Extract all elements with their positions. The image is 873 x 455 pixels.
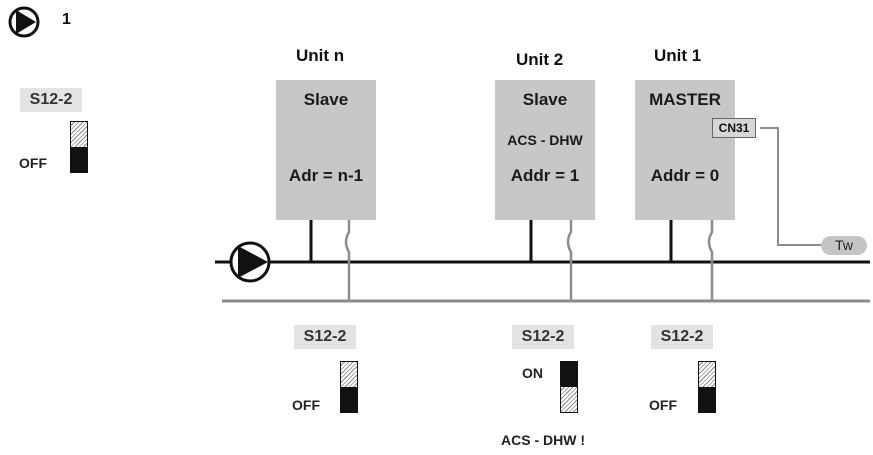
cn31-connector: CN31 xyxy=(712,118,756,138)
wire-unit-n xyxy=(344,220,351,301)
unit-1-box: MASTER Addr = 0 xyxy=(635,80,735,220)
wire-unit-1 xyxy=(707,220,714,301)
legend-switch-label: S12-2 xyxy=(20,88,82,112)
unit-n-switch-state: OFF xyxy=(292,397,320,413)
step-number: 1 xyxy=(62,11,71,28)
unit-2-dip-switch xyxy=(560,361,578,413)
unit-1-address: Addr = 0 xyxy=(650,166,720,185)
unit-2-title: Unit 2 xyxy=(516,50,564,69)
unit-n-title: Unit n xyxy=(296,46,345,65)
dhw-note: ACS - DHW ! xyxy=(501,432,585,448)
tw-sensor: Tw xyxy=(821,236,867,255)
unit-2-role: Slave xyxy=(522,90,568,109)
unit-2-subtitle: ACS - DHW xyxy=(507,132,583,148)
unit-1-role: MASTER xyxy=(649,90,721,109)
unit-1-switch-state: OFF xyxy=(649,397,677,413)
unit-n-role: Slave xyxy=(303,90,349,109)
legend-state-label: OFF xyxy=(19,155,47,171)
unit-n-address: Adr = n-1 xyxy=(288,166,364,185)
unit-2-switch-state: ON xyxy=(522,365,543,381)
legend-dip-switch xyxy=(70,121,88,173)
unit-n-box: Slave Adr = n-1 xyxy=(276,80,376,220)
unit-n-switch-label: S12-2 xyxy=(294,325,356,349)
unit-1-switch-label: S12-2 xyxy=(651,325,713,349)
unit-n-dip-switch xyxy=(340,361,358,413)
pump-icon xyxy=(8,6,40,38)
unit-2-switch-label: S12-2 xyxy=(512,325,574,349)
wire-unit-2 xyxy=(566,220,573,301)
unit-2-box: Slave ACS - DHW Addr = 1 xyxy=(495,80,595,220)
unit-1-dip-switch xyxy=(698,361,716,413)
pump-symbol xyxy=(229,241,271,283)
sensor-cable xyxy=(760,127,825,246)
unit-2-address: Addr = 1 xyxy=(510,166,580,185)
unit-1-title: Unit 1 xyxy=(654,46,702,65)
